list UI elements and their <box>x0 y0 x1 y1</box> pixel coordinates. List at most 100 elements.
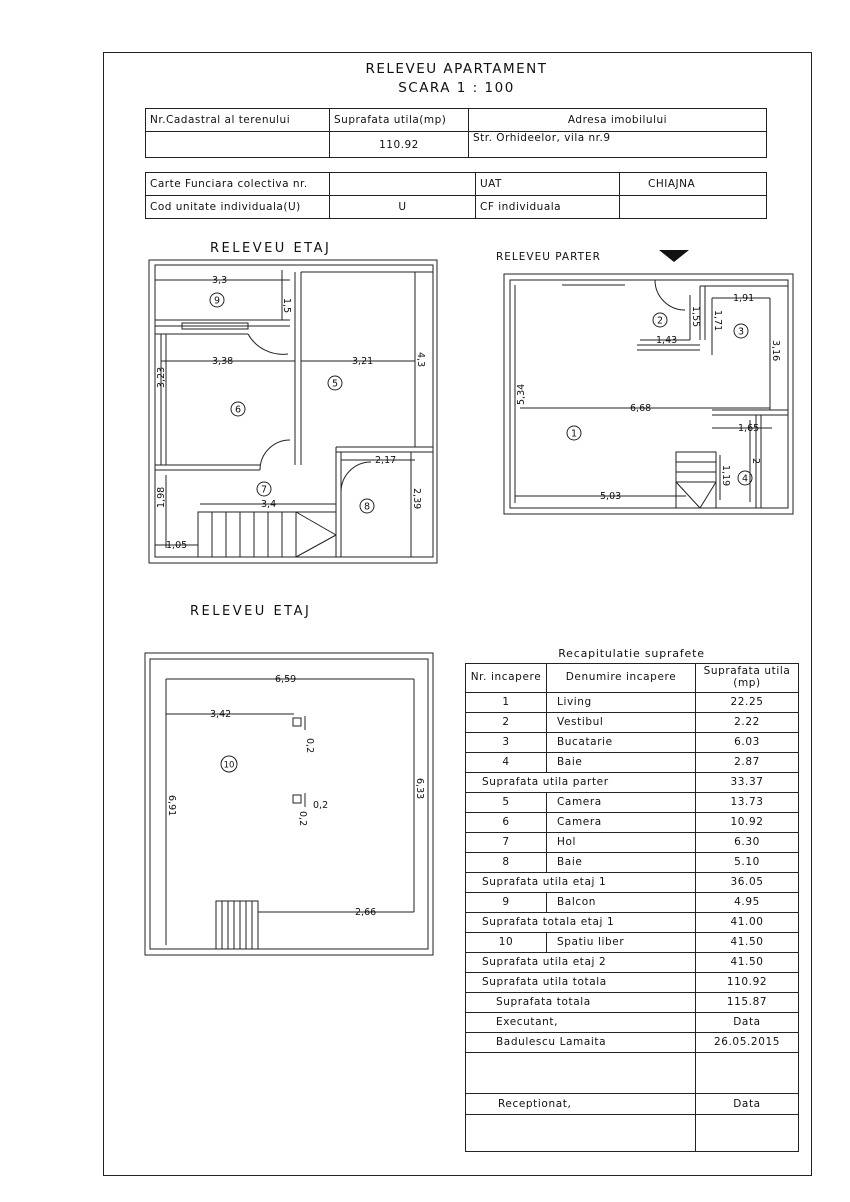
area-cell: 10.92 <box>695 812 799 833</box>
dim-label: 2,17 <box>375 455 396 466</box>
info-table-2: Carte Funciara colectiva nr. UAT CHIAJNA… <box>145 172 767 219</box>
room-name-cell: Baie <box>546 752 696 773</box>
room-number: 7 <box>261 485 267 496</box>
cf-value <box>619 195 767 219</box>
area-cell: 110.92 <box>695 972 799 993</box>
dim-label: 2,39 <box>411 488 422 509</box>
plan-etaj1-dims <box>155 270 416 557</box>
table-row: Receptionat,Data <box>465 1093 799 1115</box>
room-nr-cell: 3 <box>465 732 547 753</box>
room-nr-cell: 1 <box>465 692 547 713</box>
dim-label: 1,65 <box>738 423 759 434</box>
room-nr-cell: 10 <box>465 932 547 953</box>
dim-label: 6,91 <box>166 795 177 816</box>
dim-label: 1,91 <box>733 293 754 304</box>
drawing-frame <box>103 52 812 1176</box>
area-cell: 5.10 <box>695 852 799 873</box>
area-cell: 41.00 <box>695 912 799 933</box>
recap-table: Nr. incapere Denumire incapere Suprafata… <box>465 663 799 1152</box>
col-area-header: Suprafata utila (mp) <box>695 663 799 693</box>
area-cell: 4.95 <box>695 892 799 913</box>
table-row <box>465 1114 799 1152</box>
surface-value: 110.92 <box>329 131 469 158</box>
summary-label: Suprafata totala <box>465 992 696 1013</box>
cod-value: U <box>329 195 476 219</box>
table-row <box>465 1052 799 1094</box>
dim-label: 3,23 <box>156 367 167 388</box>
plan-etaj2-title: RELEVEU ETAJ <box>190 604 312 619</box>
area-cell: 2.22 <box>695 712 799 733</box>
room-number: 5 <box>332 379 338 390</box>
room-name-cell: Baie <box>546 852 696 873</box>
blank-cell <box>465 1052 696 1094</box>
table-row: Executant,Data <box>465 1012 799 1033</box>
room-number: 1 <box>571 429 577 440</box>
dim-label: 1,98 <box>156 487 167 508</box>
info-table-1: Nr.Cadastral al terenului Suprafata util… <box>145 108 767 158</box>
area-cell: 41.50 <box>695 952 799 973</box>
room-name-cell: Balcon <box>546 892 696 913</box>
summary-label: Executant, <box>465 1012 696 1033</box>
area-cell: 36.05 <box>695 872 799 893</box>
entrance-arrow-icon <box>659 250 689 262</box>
blank-cell <box>695 1114 799 1152</box>
dim-label: 1,55 <box>690 306 701 327</box>
room-nr-cell: 4 <box>465 752 547 773</box>
dim-label: 5,34 <box>516 384 527 405</box>
address-value: Str. Orhideelor, vila nr.9 <box>468 131 767 158</box>
dim-label: 6,33 <box>414 778 425 799</box>
dim-label: 3,3 <box>212 275 227 286</box>
dim-label: 6,68 <box>630 403 651 414</box>
plan-etaj1-walls <box>148 259 438 564</box>
recap-title: Recapitulatie suprafete <box>558 647 705 660</box>
dim-label: 3,42 <box>210 709 231 720</box>
summary-label: Suprafata totala etaj 1 <box>465 912 696 933</box>
area-cell: 41.50 <box>695 932 799 953</box>
room-nr-cell: 6 <box>465 812 547 833</box>
area-cell: 26.05.2015 <box>695 1032 799 1053</box>
dim-label: 5,03 <box>600 491 621 502</box>
cf-label: CF individuala <box>475 195 620 219</box>
area-cell: 13.73 <box>695 792 799 813</box>
room-number: 8 <box>364 502 370 513</box>
room-nr-cell: 7 <box>465 832 547 853</box>
plan-etaj2-dims <box>165 678 415 945</box>
scale-label: SCARA 1 : 100 <box>398 80 515 96</box>
carte-label: Carte Funciara colectiva nr. <box>145 172 330 196</box>
col-nr-header: Nr. incapere <box>465 663 547 693</box>
dim-label: 2 <box>750 458 761 464</box>
summary-label: Suprafata utila etaj 2 <box>465 952 696 973</box>
plan-etaj1-title: RELEVEU ETAJ <box>210 241 332 256</box>
room-nr-cell: 9 <box>465 892 547 913</box>
summary-label: Suprafata utila etaj 1 <box>465 872 696 893</box>
area-cell: 6.30 <box>695 832 799 853</box>
area-cell: 6.03 <box>695 732 799 753</box>
dim-label: 0,2 <box>313 800 328 811</box>
room-name-cell: Camera <box>546 812 696 833</box>
area-cell: 2.87 <box>695 752 799 773</box>
dim-label: 2,66 <box>355 907 376 918</box>
dim-label: 0,2 <box>297 811 308 826</box>
room-number: 2 <box>657 316 663 327</box>
cod-label: Cod unitate individuala(U) <box>145 195 330 219</box>
area-cell: 22.25 <box>695 692 799 713</box>
area-cell: 33.37 <box>695 772 799 793</box>
room-nr-cell: 8 <box>465 852 547 873</box>
plan-parter-walls <box>503 273 794 515</box>
plan-etaj2-walls <box>144 652 434 956</box>
room-number: 4 <box>742 474 748 485</box>
dim-label: 6,59 <box>275 674 296 685</box>
blank-cell <box>465 1114 696 1152</box>
plan-parter-title: RELEVEU PARTER <box>496 251 601 263</box>
dim-label: 1,05 <box>166 540 187 551</box>
